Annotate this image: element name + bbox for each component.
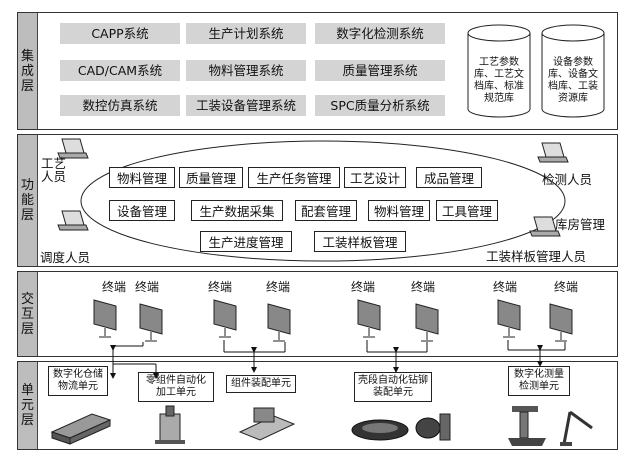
terminal-label: 终端: [411, 280, 436, 294]
module-tooling-template: 工装样板管理: [314, 231, 406, 252]
unit-layer-label: 单元层: [18, 362, 38, 449]
terminal-label: 终端: [266, 280, 291, 294]
system-nc-simulation: 数控仿真系统: [60, 95, 180, 116]
system-spc-quality: SPC质量分析系统: [315, 95, 445, 116]
laptop-icon: [57, 138, 89, 159]
tooling-personnel-label: 工装样板管理人员: [486, 249, 587, 264]
dispatch-personnel-label: 调度人员: [40, 250, 91, 265]
system-capp: CAPP系统: [60, 23, 180, 44]
process-personnel-label: 工艺人员: [41, 156, 67, 184]
process-database: 工艺参数库、工艺文档库、标准规范库: [464, 21, 534, 121]
terminal-label: 终端: [135, 280, 160, 294]
equipment-database-label: 设备参数库、设备文档库、工装资源库: [548, 57, 598, 104]
monitor-icon: [213, 299, 237, 338]
monitor-icon: [497, 299, 521, 338]
monitor-icon: [357, 299, 381, 338]
module-process-design: 工艺设计: [344, 167, 406, 188]
laptop-icons: [57, 138, 569, 237]
system-quality: 质量管理系统: [315, 60, 445, 81]
monitor-icons: [93, 299, 573, 342]
system-tooling-equipment: 工装设备管理系统: [186, 95, 306, 116]
laptop-icon: [529, 216, 561, 237]
database-cylinder-icon: [467, 24, 531, 118]
function-layer-panel: 功能层 物料管理 质量管理 生产任务管理 工艺设计 成品管理 设备管理 生产数据…: [17, 134, 618, 267]
system-production-plan: 生产计划系统: [186, 23, 306, 44]
monitor-icon: [549, 303, 573, 342]
module-progress: 生产进度管理: [200, 231, 292, 252]
monitor-icon: [415, 303, 439, 342]
module-data-collection: 生产数据采集: [191, 200, 283, 221]
machining-icon: [155, 405, 185, 444]
module-material-2: 物料管理: [368, 200, 430, 221]
assembly-fixture-icon: [238, 407, 296, 441]
function-layer-label: 功能层: [18, 135, 38, 266]
cmm-icon: [508, 406, 593, 446]
database-cylinder-icon: [541, 24, 605, 118]
unit-digital-measurement: 数字化测量检测单元: [508, 366, 570, 396]
unit-warehouse-logistics: 数字化仓储物流单元: [48, 366, 108, 396]
module-product: 成品管理: [416, 167, 482, 188]
terminal-label: 终端: [351, 280, 376, 294]
module-material-1: 物料管理: [109, 167, 175, 188]
terminal-label: 终端: [208, 280, 233, 294]
equipment-database: 设备参数库、设备文档库、工装资源库: [538, 21, 608, 121]
process-database-label: 工艺参数库、工艺文档库、标准规范库: [474, 57, 524, 104]
function-ellipse: [80, 140, 566, 262]
module-production-task: 生产任务管理: [248, 167, 340, 188]
unit-assembly: 组件装配单元: [226, 375, 296, 393]
inspection-personnel-label: 检测人员: [542, 172, 593, 187]
monitor-icon: [267, 303, 291, 342]
system-digital-inspection: 数字化检测系统: [315, 23, 445, 44]
system-material: 物料管理系统: [186, 60, 306, 81]
terminal-label: 终端: [493, 280, 518, 294]
monitor-icon: [93, 299, 117, 338]
riveting-ring-icon: [351, 413, 451, 441]
equipment-illustrations: [50, 405, 593, 446]
terminal-label: 终端: [102, 280, 127, 294]
unit-component-machining: 零组件自动化加工单元: [138, 372, 214, 402]
warehouse-label: 库房管理: [555, 217, 606, 232]
conveyor-icon: [50, 413, 112, 445]
module-equipment: 设备管理: [109, 200, 175, 221]
laptop-icon: [57, 210, 89, 231]
laptop-icon: [537, 142, 569, 163]
terminal-label: 终端: [554, 280, 579, 294]
module-tools: 工具管理: [436, 200, 498, 221]
system-cad-cam: CAD/CAM系统: [60, 60, 180, 81]
integration-layer-panel: 集成层 CAPP系统 生产计划系统 数字化检测系统 CAD/CAM系统 物料管理…: [17, 12, 618, 130]
monitor-icon: [139, 303, 163, 342]
unit-shell-riveting: 壳段自动化钻铆装配单元: [354, 372, 432, 402]
module-kitting: 配套管理: [295, 200, 357, 221]
module-quality: 质量管理: [179, 167, 243, 188]
interaction-layer-label: 交互层: [18, 272, 38, 356]
unit-layer-panel: 单元层 数字化仓储物流单元 零组件自动化加工单元 组件装配单元 壳段自动化钻铆装…: [17, 361, 618, 450]
integration-layer-label: 集成层: [18, 13, 38, 129]
interaction-layer-panel: 交互层 终端 终端 终端 终端 终端 终端 终端 终端: [17, 271, 618, 357]
